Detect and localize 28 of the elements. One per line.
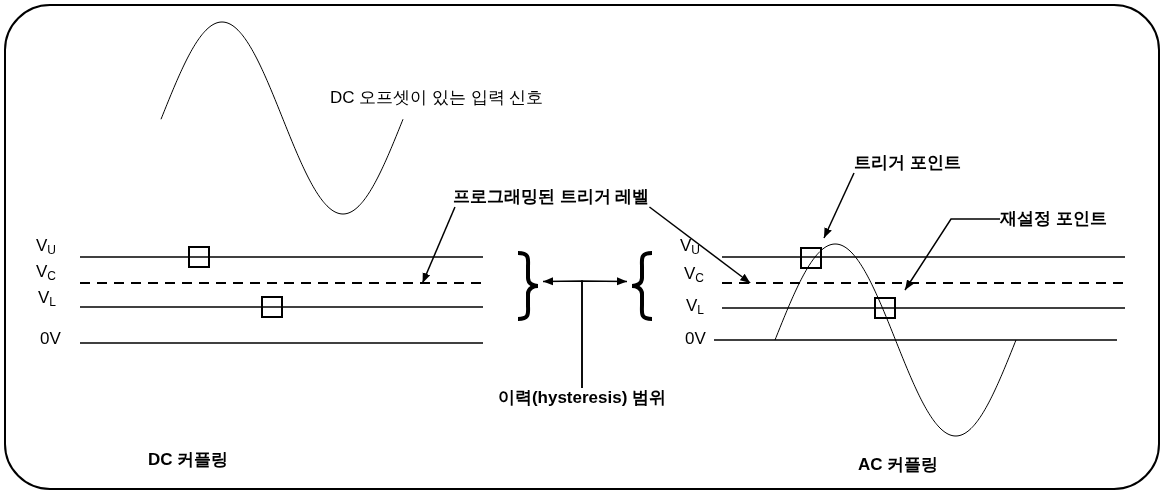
callout-text: 트리거 포인트 [854, 153, 961, 173]
voltage-label: 0V [40, 329, 61, 349]
voltage-label: V$_{C}$ [36, 262, 56, 282]
leader-arrow [581, 277, 628, 389]
trigger-level-line [721, 282, 1126, 284]
voltage-label: V$_{U}$ [36, 236, 56, 256]
voltage-label: 0V [685, 329, 706, 349]
callout-text: 재설정 포인트 [1000, 209, 1107, 229]
panel-title: DC 커플링 [148, 450, 229, 470]
callout-text: 이력(hysteresis) 범위 [497, 388, 667, 408]
trigger-point-marker [800, 247, 822, 269]
leader-arrow [421, 206, 456, 284]
voltage-label: V$_{L}$ [686, 296, 705, 316]
trigger-level-line [79, 282, 484, 284]
curly-brace [630, 251, 653, 321]
callout-text: 프로그래밍된 트리거 레벨 [453, 187, 650, 207]
voltage-label: V$_{L}$ [38, 288, 57, 308]
voltage-label: V$_{U}$ [680, 236, 700, 256]
curly-brace [517, 251, 540, 321]
reset-point-marker [874, 297, 896, 319]
signal-label: DC 오프셋이 있는 입력 신호 [330, 88, 544, 108]
leader-arrow [904, 218, 1001, 291]
leader-arrow [823, 172, 855, 239]
point-marker [261, 296, 283, 318]
voltage-label: V$_{C}$ [684, 264, 704, 284]
leader-arrow [648, 206, 751, 284]
point-marker [188, 246, 210, 268]
panel-title: AC 커플링 [858, 455, 939, 475]
